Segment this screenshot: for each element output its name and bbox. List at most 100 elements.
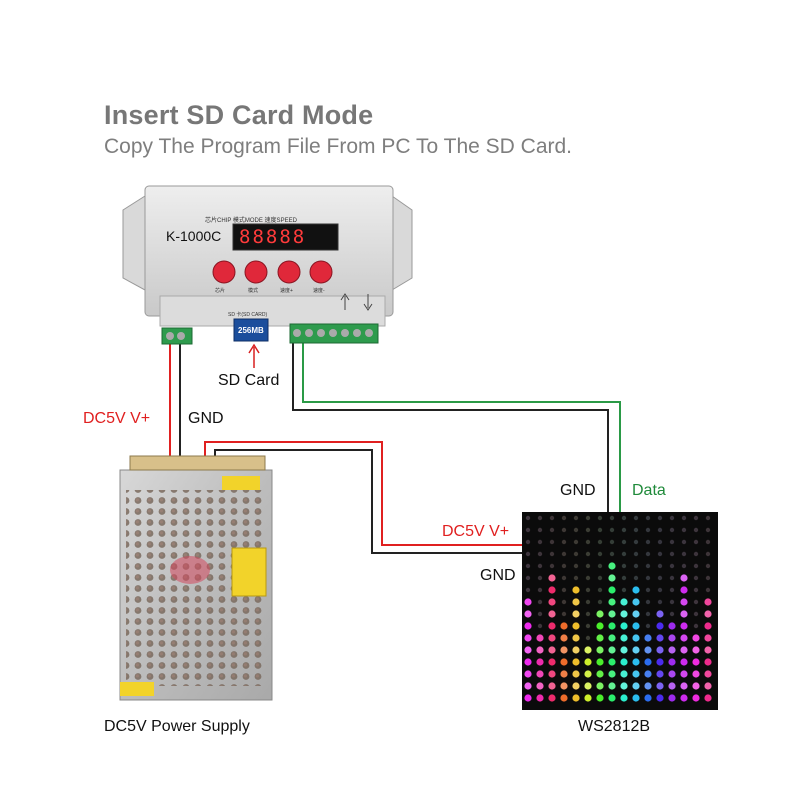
led-pixel [620, 598, 628, 606]
led-pixel [536, 682, 544, 690]
led-pixel [632, 634, 640, 642]
led-pixel [560, 646, 568, 654]
led-pixel [560, 682, 568, 690]
led-pixel [572, 598, 580, 606]
led-pixel [656, 610, 664, 618]
led-pixel [680, 682, 688, 690]
led-pixel [680, 610, 688, 618]
led-pixel [680, 670, 688, 678]
led-pixel [548, 694, 556, 702]
led-pixel [644, 670, 652, 678]
led-pixel [585, 599, 591, 605]
power-left-label: DC5V V+ [83, 410, 151, 427]
led-pixel [524, 598, 532, 606]
led-pixel [620, 634, 628, 642]
led-pixel [525, 563, 531, 569]
led-pixel [548, 574, 556, 582]
led-pixel [656, 634, 664, 642]
led-pixel [561, 551, 567, 557]
led-pixel [645, 575, 651, 581]
led-pixel [657, 515, 663, 521]
led-pixel [596, 694, 604, 702]
led-pixel [656, 694, 664, 702]
led-pixel [681, 527, 687, 533]
wire-data-to-matrix [302, 340, 621, 512]
led-pixel [632, 598, 640, 606]
led-pixel [668, 694, 676, 702]
led-pixel [645, 539, 651, 545]
led-pixel [525, 539, 531, 545]
led-pixel [657, 551, 663, 557]
led-pixel [584, 646, 592, 654]
led-pixel [620, 682, 628, 690]
led-pixel [645, 599, 651, 605]
led-pixel [705, 551, 711, 557]
led-pixel [621, 527, 627, 533]
led-pixel [608, 562, 616, 570]
led-pixel [608, 694, 616, 702]
led-pixel [572, 646, 580, 654]
gnd-right-label: GND [480, 567, 516, 584]
led-pixel [632, 586, 640, 594]
led-pixel [608, 682, 616, 690]
led-pixel [549, 539, 555, 545]
led-pixel [621, 515, 627, 521]
led-pixel [608, 646, 616, 654]
led-pixel [608, 586, 616, 594]
led-pixel [525, 527, 531, 533]
led-pixel [705, 563, 711, 569]
led-pixel [597, 539, 603, 545]
led-pixel [561, 515, 567, 521]
power-supply [119, 455, 273, 701]
psu-label-bottom [120, 682, 154, 696]
led-pixel [608, 622, 616, 630]
led-pixel [669, 527, 675, 533]
led-pixel [608, 598, 616, 606]
led-pixel [524, 646, 532, 654]
gnd-top-right-label: GND [560, 482, 596, 499]
led-pixel [621, 563, 627, 569]
led-pixel [669, 551, 675, 557]
led-pixel [572, 586, 580, 594]
led-pixel [609, 515, 615, 521]
led-pixel [669, 515, 675, 521]
speed-up-button [277, 260, 301, 284]
page-title: Insert SD Card Mode [104, 100, 374, 130]
led-pixel [644, 694, 652, 702]
led-pixel [537, 551, 543, 557]
led-pixel [548, 610, 556, 618]
led-pixel [705, 515, 711, 521]
led-pixel [644, 658, 652, 666]
led-pixel [548, 622, 556, 630]
led-pixel [644, 682, 652, 690]
led-pixel [560, 634, 568, 642]
led-pixel [656, 658, 664, 666]
led-pixel [596, 658, 604, 666]
led-pixel [620, 610, 628, 618]
gnd-left-label: GND [188, 410, 224, 427]
led-pixel [585, 563, 591, 569]
led-pixel [609, 539, 615, 545]
led-pixel [573, 515, 579, 521]
led-pixel [596, 622, 604, 630]
led-pixel [669, 575, 675, 581]
sd-slot-label: SD 卡(SD CARD) [228, 312, 268, 318]
led-pixel [596, 646, 604, 654]
led-pixel [621, 539, 627, 545]
led-pixel [704, 646, 712, 654]
led-pixel [632, 646, 640, 654]
controller-mounting-ear-right [391, 195, 413, 291]
led-pixel [561, 527, 567, 533]
led-pixel [668, 682, 676, 690]
led-pixel [656, 646, 664, 654]
led-pixel [536, 670, 544, 678]
led-pixel [681, 563, 687, 569]
led-pixel [584, 658, 592, 666]
led-pixel [572, 622, 580, 630]
sd-card-label: SD Card [218, 372, 280, 389]
led-pixel [669, 611, 675, 617]
led-pixel [573, 539, 579, 545]
led-pixel [692, 682, 700, 690]
led-pixel [668, 634, 676, 642]
